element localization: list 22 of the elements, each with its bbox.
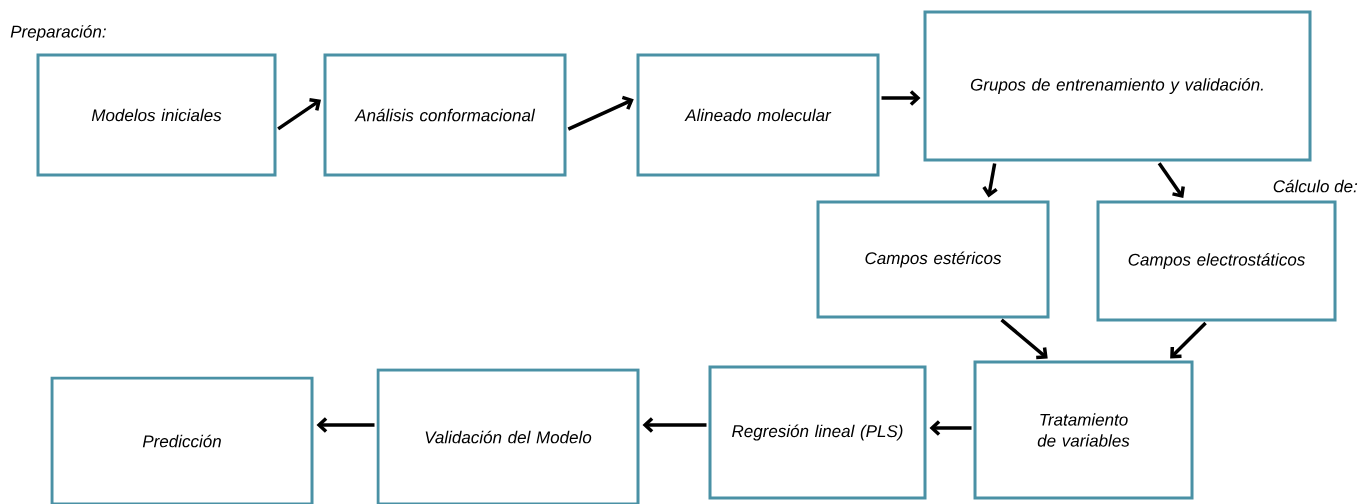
arrow [567,95,634,131]
process-box: Grupos de entrenamiento y validación. [923,10,1312,162]
section-label: Preparación: [10,25,106,42]
process-box: Regresión lineal (PLS) [708,365,927,500]
arrow [1000,318,1048,360]
arrow [881,90,921,106]
arrow [929,420,972,436]
arrow [1170,321,1207,359]
process-box: Modelos iniciales [36,53,277,177]
process-box: Validación del Modelo [376,368,640,504]
process-box: Campos estéricos [816,200,1050,319]
process-box: Análisis conformacional [323,53,567,177]
process-box: Campos electrostáticos [1096,200,1337,322]
arrow [982,163,998,198]
arrow [1157,162,1185,199]
arrow [277,97,322,131]
section-label: Cálculo de: [1273,179,1358,193]
process-box: Alineado molecular [636,53,880,177]
arrow [642,417,707,433]
process-box: Tratamiento de variables [973,360,1194,500]
arrow [316,417,375,433]
process-box: Predicción [50,376,314,504]
